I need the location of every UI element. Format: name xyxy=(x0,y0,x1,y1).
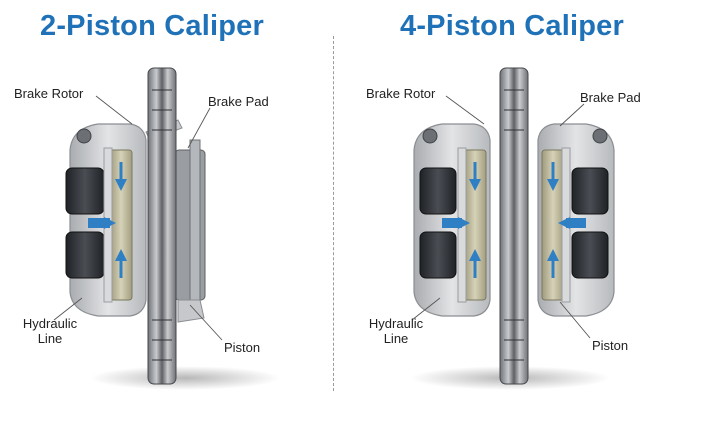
two-piston-assembly xyxy=(53,67,280,390)
label-piston: Piston xyxy=(592,338,629,353)
bleeder-bolt xyxy=(422,128,438,144)
brake-rotor xyxy=(499,67,529,385)
panel-title-two-piston: 2-Piston Caliper xyxy=(40,10,264,42)
label-hydraulic-line-2: Line xyxy=(37,331,63,346)
label-brake-rotor: Brake Rotor xyxy=(366,86,436,101)
panel-title-four-piston: 4-Piston Caliper xyxy=(400,10,624,42)
label-hydraulic-line-1: Hydraulic xyxy=(368,316,424,331)
piston xyxy=(65,167,105,215)
ground-shadow xyxy=(90,366,280,390)
bleeder-bolt xyxy=(592,128,608,144)
piston xyxy=(419,167,457,215)
bleeder-bolt xyxy=(76,128,92,144)
label-brake-rotor: Brake Rotor xyxy=(14,86,84,101)
label-piston: Piston xyxy=(224,340,261,355)
piston xyxy=(419,231,457,279)
piston xyxy=(65,231,105,279)
label-hydraulic-line-1: Hydraulic xyxy=(22,316,78,331)
brake-rotor xyxy=(147,67,177,385)
four-piston-assembly xyxy=(410,67,615,390)
piston xyxy=(571,231,609,279)
label-hydraulic-line: Hydraulic Line xyxy=(360,316,432,346)
label-brake-pad: Brake Pad xyxy=(580,90,641,105)
piston xyxy=(571,167,609,215)
label-brake-pad: Brake Pad xyxy=(208,94,269,109)
panel-divider xyxy=(333,36,334,391)
label-hydraulic-line-2: Line xyxy=(383,331,409,346)
label-hydraulic-line: Hydraulic Line xyxy=(14,316,86,346)
